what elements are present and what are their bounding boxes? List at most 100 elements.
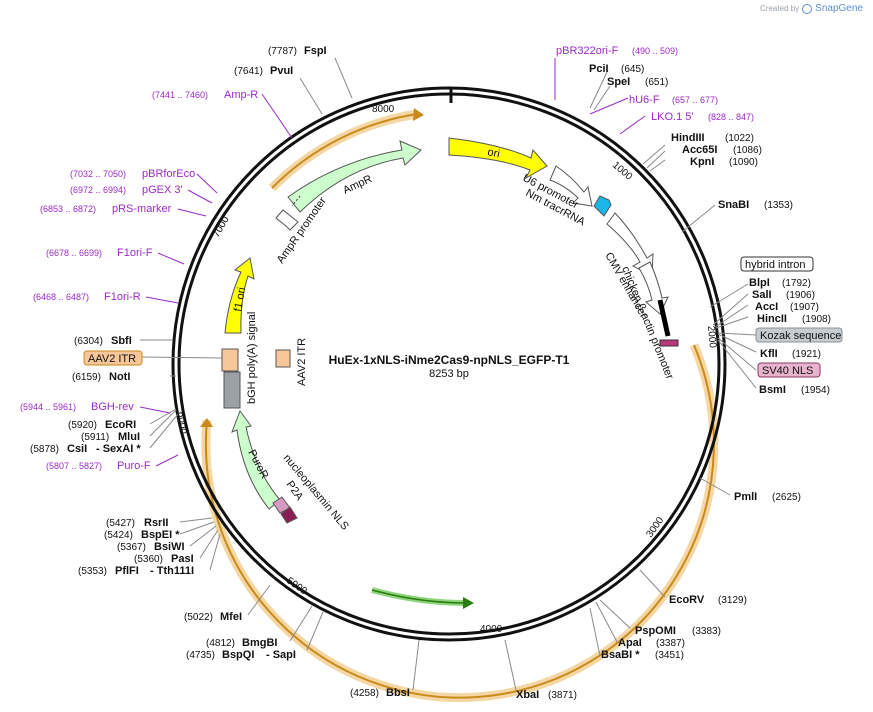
svg-text:(5944 .. 5961): (5944 .. 5961) <box>20 402 76 412</box>
primer-pgex-3: pGEX 3' <box>142 184 183 196</box>
enzyme-fspi: FspI <box>304 45 327 57</box>
enzyme-sbfi: SbfI <box>111 335 132 347</box>
svg-text:(1353): (1353) <box>764 200 793 211</box>
enzyme-ecori: EcoRI <box>105 419 136 431</box>
enzyme-tth111i: - Tth111I <box>150 565 194 577</box>
enzyme-bsabi: BsaBI * <box>601 649 640 661</box>
enzyme-mlui: MluI <box>118 431 140 443</box>
enzyme-bsiwi: BsiWI <box>154 541 185 553</box>
enzyme-bmgbi: BmgBI <box>242 637 277 649</box>
enzyme-pmli: PmlI <box>734 491 757 503</box>
enzyme-pasi: PasI <box>171 553 194 565</box>
primer-amp-r: Amp-R <box>224 89 258 101</box>
tick-6000: 6000 <box>175 411 188 435</box>
label-bgh-polya: bGH poly(A) signal <box>246 312 258 404</box>
enzyme-kpni: KpnI <box>690 156 714 168</box>
tick-4000: 4000 <box>480 624 503 635</box>
enzyme-csii: CsiI <box>67 443 87 455</box>
svg-text:(5920): (5920) <box>68 420 97 431</box>
enzyme-acc65i: Acc65I <box>682 144 717 156</box>
snapgene-credit: Created by SnapGene <box>760 3 863 14</box>
sv40-nls-mark <box>659 339 679 347</box>
svg-text:(1921): (1921) <box>792 349 821 360</box>
enzyme-labels: (7787) FspI (7641) PvuI PciI (645) SpeI … <box>30 45 831 701</box>
svg-text:(7641): (7641) <box>234 66 263 77</box>
tick-8000: 8000 <box>372 104 395 115</box>
primer-pbrforeco: pBRforEco <box>142 168 195 180</box>
top-cds-line <box>271 113 418 189</box>
svg-text:(5353): (5353) <box>78 566 107 577</box>
enzyme-pcii: PciI <box>589 63 609 75</box>
label-aav2-itr-inner: AAV2 ITR <box>296 338 308 386</box>
primer-lko1-5: LKO.1 5' <box>651 111 693 123</box>
enzyme-spei: SpeI <box>607 76 630 88</box>
primer-hu6-f: hU6-F <box>629 94 660 106</box>
svg-text:(1907): (1907) <box>790 302 819 313</box>
credit-brand: SnapGene <box>815 3 863 14</box>
enzyme-hindiii: HindIII <box>671 132 705 144</box>
svg-text:(3871): (3871) <box>548 690 577 701</box>
enzyme-xbai: XbaI <box>516 689 539 701</box>
hybrid-intron-bar <box>657 299 671 337</box>
enzyme-rsrii: RsrII <box>144 517 168 529</box>
enzyme-blpi: BlpI <box>749 277 770 289</box>
enzyme-kfli: KflI <box>760 348 778 360</box>
svg-text:(6468 .. 6487): (6468 .. 6487) <box>33 292 89 302</box>
svg-text:(1792): (1792) <box>782 278 811 289</box>
egfp-arrowhead <box>463 597 474 609</box>
primer-f1ori-f: F1ori-F <box>117 247 153 259</box>
bgh-polya-top <box>221 348 239 372</box>
svg-text:(5367): (5367) <box>117 542 146 553</box>
label-hybrid-intron: hybrid intron <box>745 259 806 271</box>
primer-pbr322ori-f: pBR322ori-F <box>556 45 619 57</box>
enzyme-bspqi: BspQI <box>222 649 254 661</box>
enzyme-sali: SalI <box>752 289 772 301</box>
cas9-cds-line <box>204 344 715 699</box>
primer-bgh-rev: BGH-rev <box>91 401 134 413</box>
snapgene-logo-icon <box>802 3 813 14</box>
svg-text:(3383): (3383) <box>692 626 721 637</box>
plasmid-title: HuEx-1xNLS-iNme2Cas9-npNLS_EGFP-T1 <box>329 353 570 367</box>
svg-text:(645): (645) <box>621 64 644 75</box>
svg-text:(5878): (5878) <box>30 444 59 455</box>
svg-text:(1022): (1022) <box>725 133 754 144</box>
svg-text:(1908): (1908) <box>802 314 831 325</box>
f1-ori-arrow <box>224 257 255 334</box>
svg-text:(4812): (4812) <box>206 638 235 649</box>
enzyme-apai: ApaI <box>618 637 642 649</box>
svg-text:(5360): (5360) <box>134 554 163 565</box>
svg-text:(5022): (5022) <box>184 612 213 623</box>
egfp-arrow <box>371 587 467 606</box>
aav2-itr-inner <box>275 349 291 368</box>
enzyme-acci: AccI <box>755 301 778 313</box>
enzyme-bspei: BspEI * <box>141 529 180 541</box>
svg-text:(6304): (6304) <box>74 336 103 347</box>
svg-text:(657 .. 677): (657 .. 677) <box>672 95 718 105</box>
ampr-promoter-arrow <box>275 209 299 231</box>
ampr-arrow <box>287 140 422 213</box>
svg-text:(5911): (5911) <box>81 432 109 443</box>
enzyme-bbsi: BbsI <box>386 687 410 699</box>
svg-text:(5807 .. 5827): (5807 .. 5827) <box>46 461 102 471</box>
enzyme-pflfi: PflFI <box>115 565 139 577</box>
svg-text:(6972 .. 6994): (6972 .. 6994) <box>70 185 126 195</box>
enzyme-bsmi: BsmI <box>759 384 786 396</box>
svg-text:(6853 .. 6872): (6853 .. 6872) <box>40 204 96 214</box>
svg-text:(1906): (1906) <box>786 290 815 301</box>
tracrrna-arrow <box>593 195 612 217</box>
enzyme-hincii: HincII <box>757 313 787 325</box>
svg-text:(7441 .. 7460): (7441 .. 7460) <box>152 90 208 100</box>
plasmid-size: 8253 bp <box>429 368 469 380</box>
primer-labels: pBR322ori-F (490 .. 509) hU6-F (657 .. 6… <box>20 45 754 472</box>
enzyme-sexai: - SexAI * <box>96 443 141 455</box>
boxed-labels: hybrid intron Kozak sequence SV40 NLS AA… <box>83 256 843 378</box>
enzyme-snabi: SnaBI <box>718 199 749 211</box>
primer-puro-f: Puro-F <box>117 460 151 472</box>
svg-text:(651): (651) <box>645 77 668 88</box>
u6-promoter-arrow <box>549 165 593 207</box>
primer-prs-marker: pRS-marker <box>112 203 172 215</box>
feature-layer <box>200 108 719 703</box>
label-kozak: Kozak sequence <box>760 330 841 342</box>
svg-text:(1086): (1086) <box>733 145 762 156</box>
